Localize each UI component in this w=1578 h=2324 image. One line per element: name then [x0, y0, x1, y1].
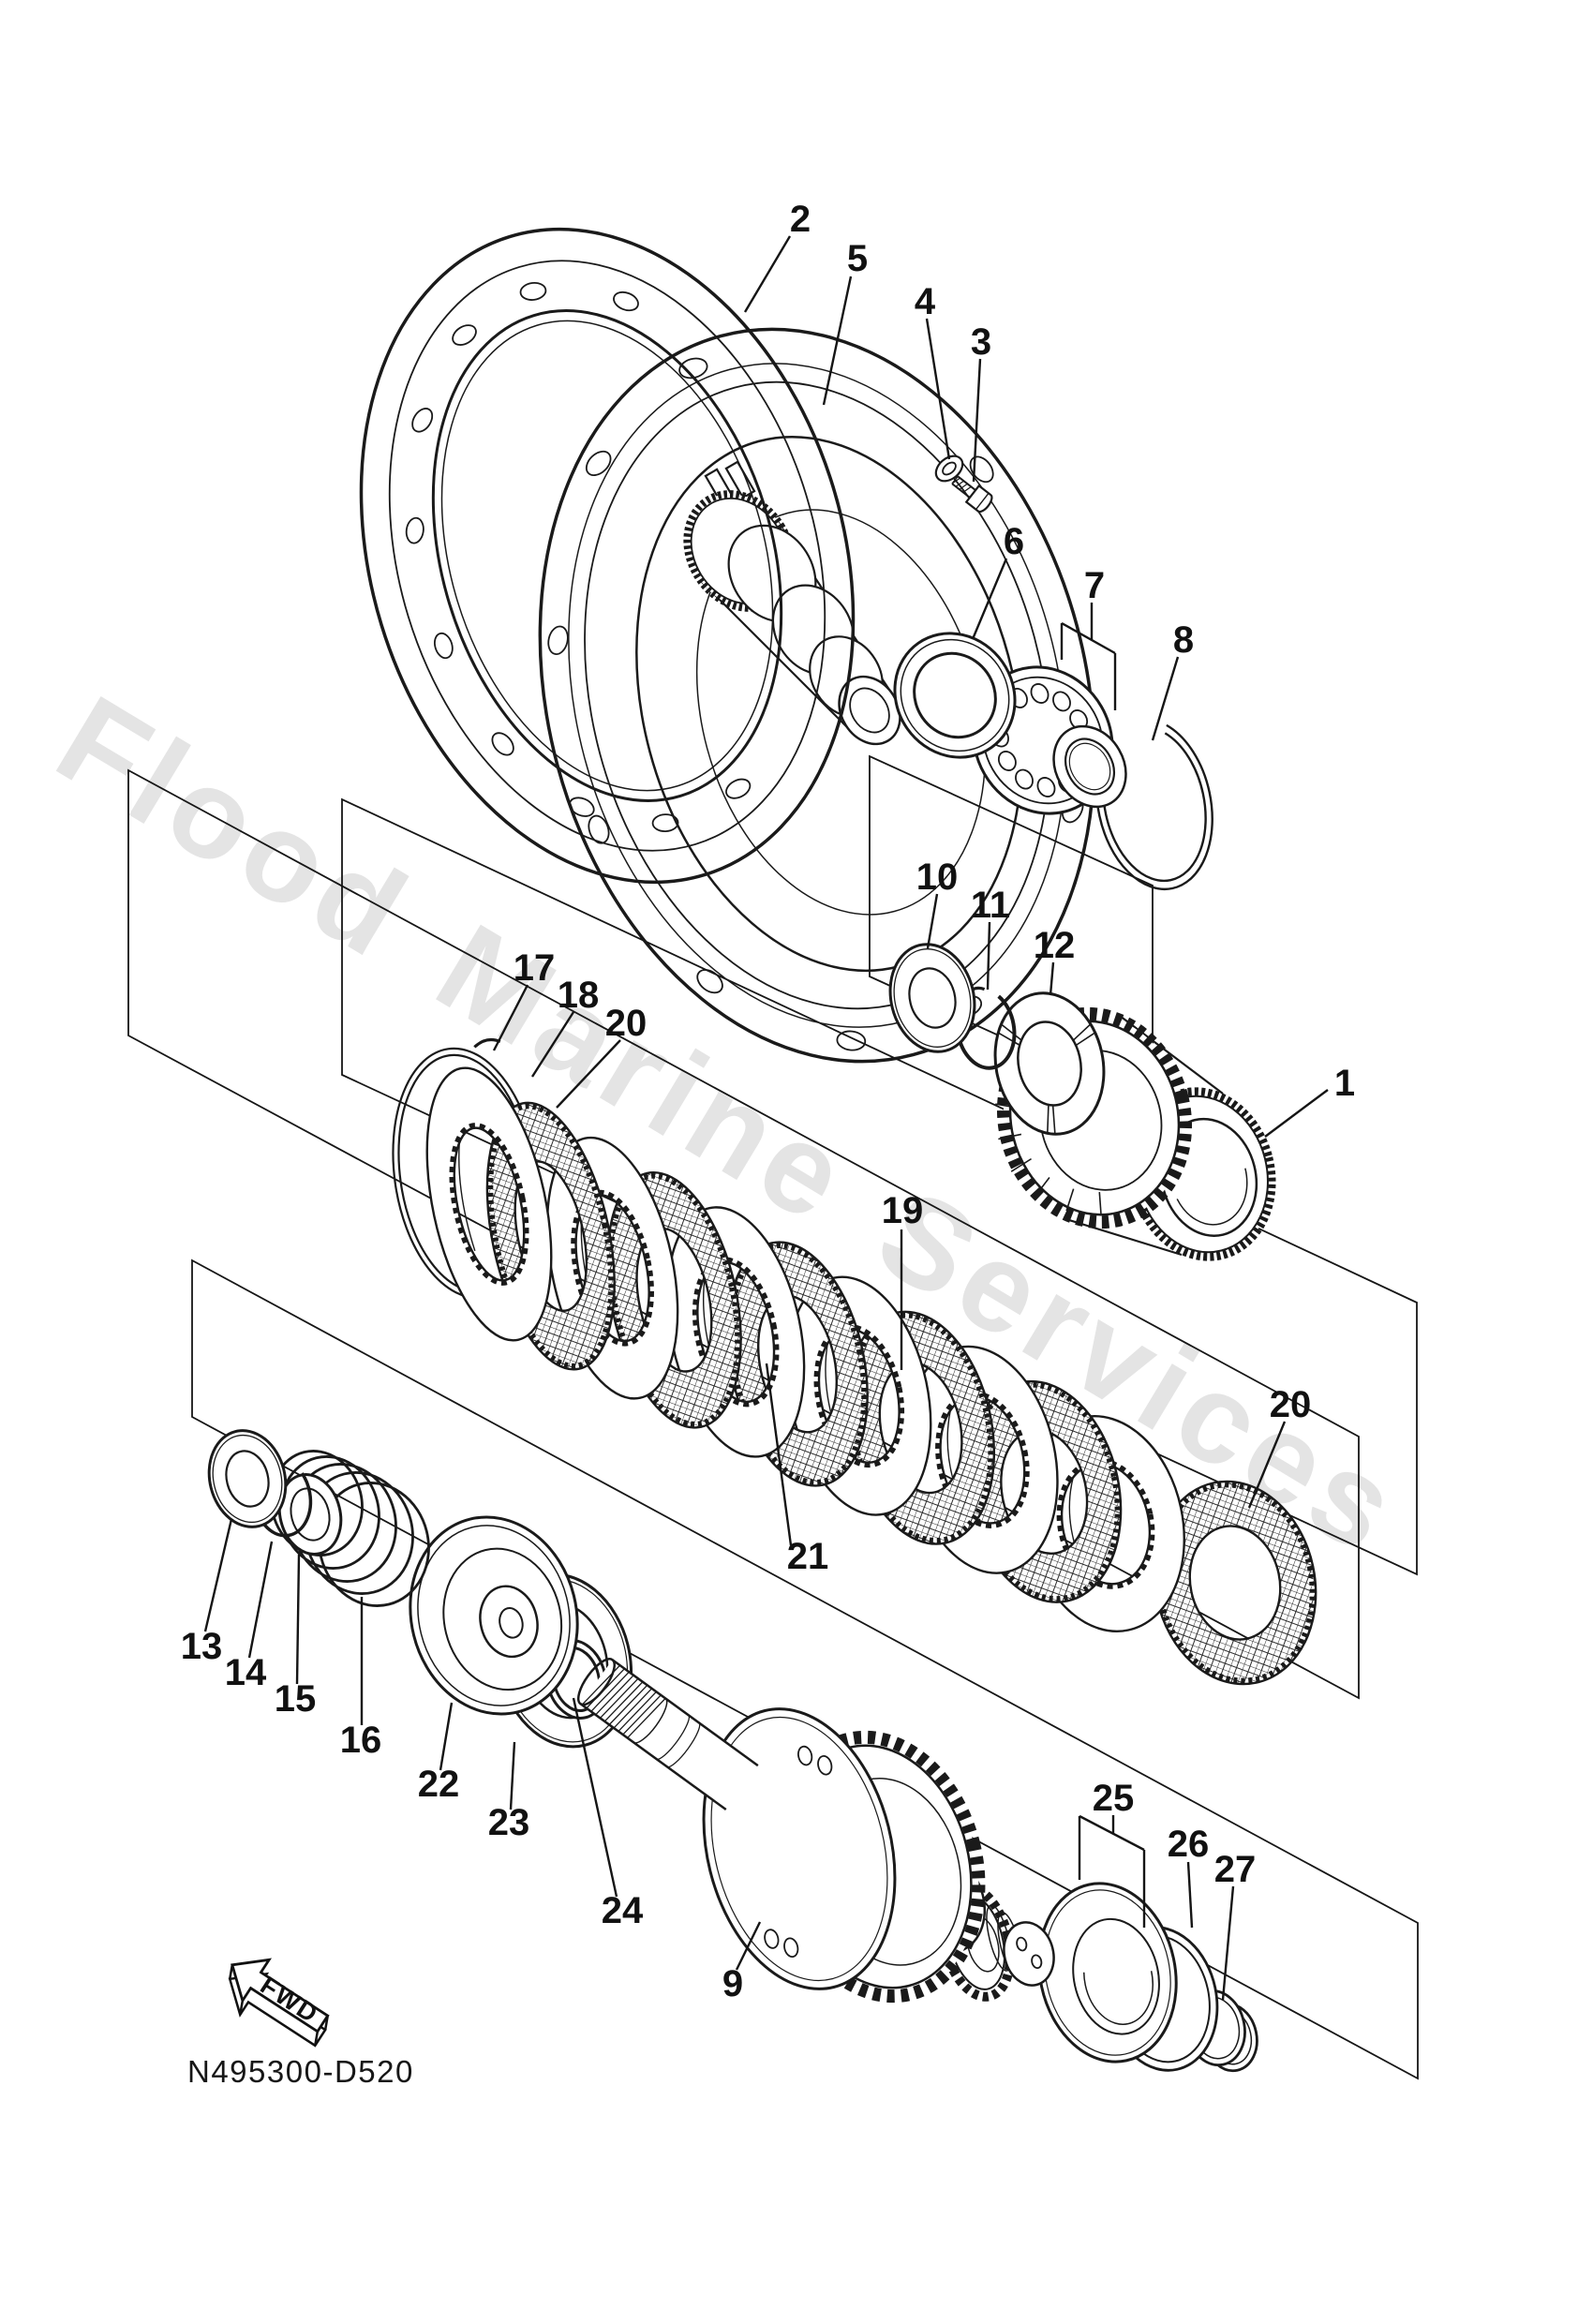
callout-13-leader	[203, 1518, 233, 1632]
callout-8: 8	[1173, 619, 1194, 661]
callout-4: 4	[915, 281, 936, 322]
steel-plate	[425, 1066, 553, 1342]
shaft-spline-end	[576, 1658, 759, 1811]
callout-22-leader	[439, 1702, 454, 1771]
part-13-washer	[207, 1429, 288, 1528]
callout-1: 1	[1334, 1063, 1355, 1104]
part-1-input-gear	[995, 1006, 1276, 1261]
callout-25-leader	[1079, 1814, 1145, 1852]
callout-7: 7	[1084, 565, 1105, 606]
callout-18: 18	[558, 975, 600, 1016]
callout-23-leader	[509, 1741, 516, 1810]
callouts: 2543678101112117182019202113141516222324…	[181, 199, 1355, 2004]
callout-3-leader	[972, 358, 982, 483]
callout-10-leader	[926, 893, 939, 949]
part-5-converter-housing	[538, 327, 1096, 1064]
part-4-washer	[934, 454, 964, 483]
callout-5-leader	[822, 276, 853, 406]
part-8-snap-ring	[1095, 717, 1213, 891]
callout-26-leader	[1186, 1861, 1194, 1929]
callout-26: 26	[1168, 1824, 1210, 1865]
callout-12: 12	[1034, 925, 1076, 966]
part-12-thrust-washer	[993, 991, 1106, 1136]
callout-15: 15	[275, 1678, 317, 1720]
part-25-bearing	[1037, 1882, 1178, 2063]
diagram-part-code: N495300-D520	[187, 2054, 414, 2089]
part-2-drive-plate-ring	[359, 227, 856, 885]
callout-21: 21	[787, 1536, 829, 1577]
clutch-plate-stack	[425, 1066, 1317, 1686]
callout-11-leader	[986, 921, 991, 991]
callout-27-leader	[1221, 1885, 1235, 2001]
callout-18-leader	[530, 1011, 575, 1078]
part-10-washer	[888, 943, 976, 1053]
callout-13: 13	[181, 1626, 223, 1667]
callout-7-leader	[1061, 621, 1116, 655]
part-3-bolt	[951, 475, 993, 514]
callout-2-leader	[743, 235, 792, 313]
callout-20: 20	[605, 1003, 648, 1044]
callout-20: 20	[1270, 1384, 1312, 1425]
converter-hub	[683, 460, 901, 746]
callout-5: 5	[847, 238, 868, 279]
callout-21-leader	[765, 1363, 793, 1546]
part-9-output-shaft-gear	[702, 1707, 1055, 2004]
callout-8-leader	[1151, 656, 1180, 741]
callout-17-leader	[492, 984, 529, 1051]
callout-16: 16	[340, 1720, 382, 1761]
callout-17: 17	[514, 947, 556, 989]
callout-27: 27	[1214, 1849, 1257, 1890]
callout-24-leader	[572, 1697, 618, 1898]
callout-2: 2	[790, 199, 811, 240]
callout-12-leader	[1049, 961, 1055, 996]
callout-6: 6	[1004, 521, 1024, 562]
callout-6-leader	[971, 558, 1008, 640]
callout-10: 10	[916, 857, 959, 898]
callout-19: 19	[882, 1190, 924, 1231]
group-box-shaft-assembly	[191, 1259, 1419, 2080]
callout-1-leader	[1264, 1089, 1329, 1138]
group-box-plates-outer	[127, 768, 1360, 1700]
callout-22: 22	[418, 1764, 460, 1805]
part-22-piston	[409, 1515, 579, 1716]
callout-24: 24	[602, 1890, 644, 1931]
callout-25: 25	[1093, 1778, 1135, 1819]
callout-20-leader	[1247, 1421, 1287, 1509]
fwd-arrow: FWD	[228, 1958, 330, 2048]
callout-23: 23	[488, 1802, 530, 1843]
callout-9: 9	[722, 1963, 743, 2004]
callout-14: 14	[225, 1652, 267, 1693]
callout-3: 3	[971, 321, 991, 363]
callout-15-leader	[295, 1554, 301, 1685]
callout-9-leader	[735, 1921, 762, 1971]
callout-4-leader	[925, 318, 951, 460]
part-6-seal-ring	[893, 632, 1017, 759]
callout-14-leader	[247, 1541, 274, 1659]
callout-20-leader	[556, 1039, 621, 1109]
callout-11: 11	[971, 885, 1010, 926]
